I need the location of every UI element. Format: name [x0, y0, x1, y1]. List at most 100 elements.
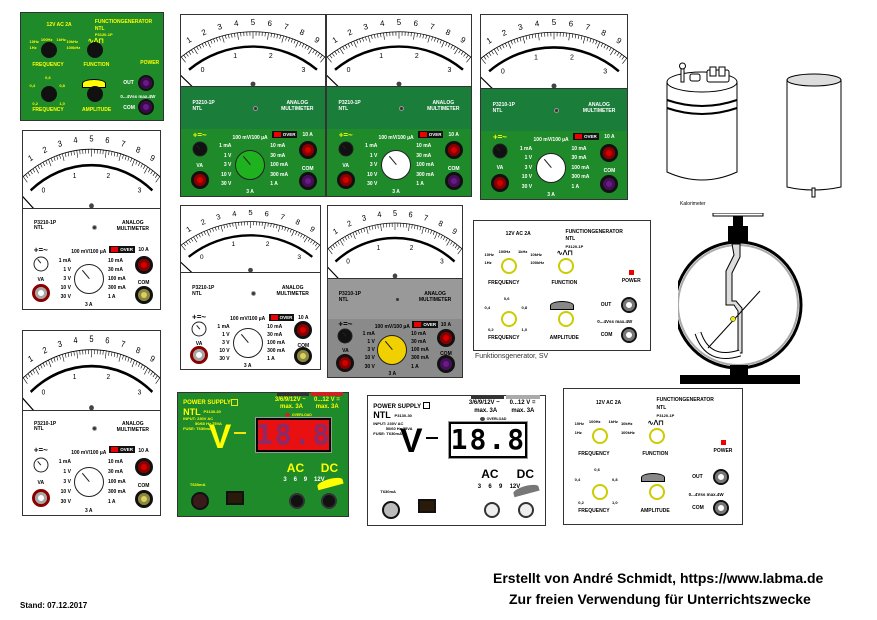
terminal-va[interactable] [336, 354, 355, 373]
range-selector-knob[interactable] [377, 335, 408, 366]
scale-tick [339, 47, 344, 55]
terminal-va[interactable] [190, 170, 209, 189]
terminal-10a-label: 10 A [138, 447, 149, 454]
terminal-com[interactable] [600, 175, 619, 194]
dc-voltage-knob[interactable] [321, 493, 338, 510]
power-switch[interactable] [417, 499, 436, 514]
ac-output: 3/6/9/12V ~ [468, 399, 500, 406]
scale-tick [481, 57, 486, 64]
out-jack[interactable] [620, 296, 637, 313]
scale-tick [116, 152, 119, 158]
range-selector-knob[interactable] [536, 152, 567, 183]
zero-adjust-knob[interactable] [492, 143, 508, 159]
terminal-10a[interactable] [134, 255, 153, 274]
terminal-10a[interactable] [134, 457, 153, 476]
function-generator-white-2: 12V AC 2A FUNCTIONGENERATOR NTL P3120-1P… [563, 388, 743, 525]
scale-tick [30, 371, 33, 376]
terminal-10a[interactable] [436, 328, 455, 347]
function-knob[interactable] [557, 258, 574, 275]
scale-tick [445, 42, 448, 47]
amplitude-knob[interactable] [86, 86, 103, 103]
range-label: 10 mA [411, 331, 427, 338]
overload-led [479, 416, 485, 421]
ps-checkbox[interactable] [230, 399, 238, 407]
scale-label-inner: 3 [138, 388, 142, 397]
com-jack[interactable] [137, 99, 154, 116]
scale-tick [345, 44, 348, 49]
type-line2: MULTIMETER [418, 297, 452, 304]
meter-scale: 0123456789100123 [23, 131, 160, 209]
zero-adjust-knob[interactable] [338, 141, 354, 157]
ac-voltage-knob[interactable] [483, 501, 500, 518]
scale-tick [56, 356, 59, 361]
scale-tick [622, 57, 627, 64]
zero-adjust-knob[interactable] [191, 321, 207, 337]
scale-tick [25, 375, 29, 380]
scale-tick [124, 155, 127, 160]
terminal-va[interactable] [336, 170, 355, 189]
terminal-com[interactable] [134, 490, 153, 509]
frequency-range-knob[interactable] [591, 428, 608, 445]
frequency-fine-knob[interactable] [591, 483, 608, 500]
terminal-com[interactable] [294, 347, 313, 366]
needle [23, 195, 34, 208]
frequency-range-knob[interactable] [41, 42, 58, 59]
dc-voltage-knob[interactable] [517, 501, 534, 518]
scale-tick [50, 157, 53, 163]
com-jack[interactable] [620, 326, 637, 343]
scale-tick [212, 228, 214, 232]
terminal-com[interactable] [444, 172, 463, 191]
range-selector-knob[interactable] [235, 150, 266, 181]
fuse-holder[interactable] [382, 500, 400, 519]
function-knob[interactable] [86, 42, 103, 59]
range-selector-knob[interactable] [73, 467, 104, 498]
zero-adjust-knob[interactable] [33, 256, 49, 271]
terminal-com[interactable] [134, 285, 153, 304]
meter-scale: 0123456789100123 [181, 15, 325, 87]
terminal-va[interactable] [490, 173, 509, 192]
frequency-fine-knob[interactable] [41, 86, 58, 103]
zero-adjust-knob[interactable] [192, 141, 208, 157]
terminal-com[interactable] [298, 172, 317, 191]
range-selector-knob[interactable] [232, 327, 263, 358]
scale-label: 1 [185, 35, 194, 45]
terminal-va[interactable] [31, 488, 50, 507]
out-jack[interactable] [712, 468, 729, 485]
amplitude-knob[interactable] [557, 311, 574, 328]
terminal-10a[interactable] [298, 141, 317, 160]
ps-checkbox[interactable] [422, 402, 430, 410]
range-label: 1 mA [362, 331, 375, 338]
out-jack[interactable] [137, 74, 154, 91]
calorimeter-drawing [666, 62, 842, 198]
range-label: 3 V [63, 276, 71, 283]
scale-tick [525, 35, 528, 40]
scale-tick [62, 354, 65, 362]
brand-label: NTL [338, 106, 349, 113]
range-selector-knob[interactable] [73, 264, 104, 295]
amplitude-knob[interactable] [648, 483, 665, 500]
needle [181, 74, 193, 86]
frequency-fine-knob[interactable] [501, 311, 518, 328]
terminal-10a[interactable] [294, 321, 313, 340]
scale-tick [347, 234, 350, 239]
fuse-holder[interactable] [191, 492, 210, 511]
terminal-10a[interactable] [444, 141, 463, 160]
scale-label: 5 [393, 209, 397, 218]
terminal-com[interactable] [436, 355, 455, 374]
terminal-va[interactable] [190, 346, 209, 365]
range-selector-knob[interactable] [381, 150, 412, 181]
scale-tick [436, 38, 439, 43]
frequency-range-knob[interactable] [501, 258, 518, 275]
zero-adjust-knob[interactable] [337, 328, 353, 344]
terminal-va[interactable] [31, 284, 50, 303]
ac-voltage-knob[interactable] [289, 493, 305, 510]
function-knob[interactable] [648, 428, 665, 445]
terminal-10a[interactable] [600, 143, 619, 162]
scale-tick [191, 49, 194, 54]
com-jack[interactable] [712, 499, 729, 516]
power-switch[interactable] [225, 491, 244, 506]
function-generator-white-1: 12V AC 2A FUNCTIONGENERATOR NTL P3120-1P… [473, 220, 651, 351]
zero-adjust-knob[interactable] [33, 457, 49, 473]
